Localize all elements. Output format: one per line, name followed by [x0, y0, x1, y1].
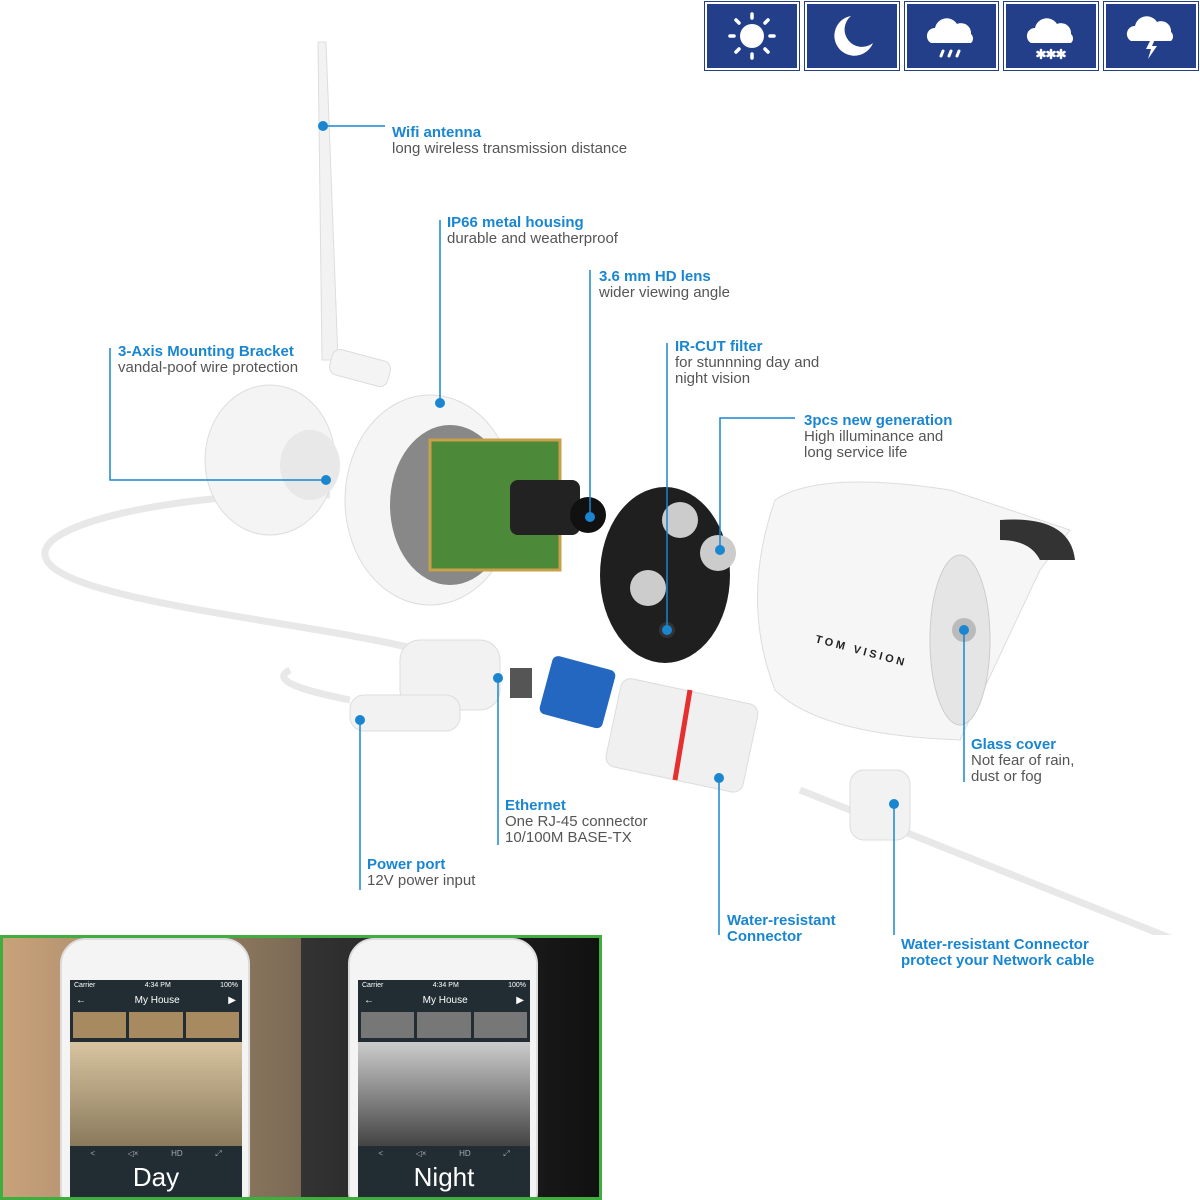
camera-feed [358, 1042, 530, 1146]
caption-day: Day [132, 1162, 180, 1192]
weather-icons-strip [703, 0, 1200, 72]
play-icon[interactable]: ▶ [516, 995, 524, 1006]
leader-dots [318, 121, 969, 809]
battery: 100% [220, 982, 238, 989]
phone-day: Carrier 4:34 PM 100% ← My House ▶ < ◁× HD ⤢ Day [60, 938, 250, 1197]
rain-cloud-icon [903, 1, 1000, 71]
mute-icon[interactable]: ◁× [415, 1149, 427, 1158]
play-icon[interactable]: ▶ [228, 995, 236, 1006]
carrier: Carrier [74, 982, 96, 989]
caption-night: Night [413, 1162, 475, 1192]
mute-icon[interactable]: ◁× [127, 1149, 139, 1158]
app-title: My House [422, 995, 468, 1006]
share-icon[interactable]: < [90, 1149, 95, 1158]
back-arrow-icon[interactable]: ← [76, 995, 86, 1006]
camera-thumbnail[interactable] [417, 1012, 471, 1038]
snow-cloud-icon [1003, 1, 1100, 71]
time: 4:34 PM [432, 982, 459, 989]
share-icon[interactable]: < [378, 1149, 383, 1158]
quality-label[interactable]: HD [171, 1149, 183, 1158]
camera-thumbnail[interactable] [129, 1012, 183, 1038]
fullscreen-icon[interactable]: ⤢ [503, 1149, 510, 1158]
bracket [204, 384, 340, 536]
sun-icon [704, 1, 800, 71]
antenna [317, 41, 392, 388]
phone-app-preview: Carrier 4:34 PM 100% ← My House ▶ < ◁× HD ⤢ Day… [0, 935, 602, 1200]
connectors [349, 639, 911, 841]
time: 4:34 PM [144, 982, 171, 989]
camera-body [757, 481, 1075, 741]
app-title: My House [134, 995, 180, 1006]
camera-thumbnail[interactable] [361, 1012, 415, 1038]
camera-feed [70, 1042, 242, 1146]
back-arrow-icon[interactable]: ← [364, 995, 374, 1006]
thunderstorm-cloud-icon [1103, 1, 1199, 71]
quality-label[interactable]: HD [459, 1149, 471, 1158]
camera-exploded-illustration: TOM VISION [41, 41, 1172, 935]
camera-thumbnail[interactable] [185, 1012, 239, 1038]
moon-icon [803, 1, 900, 71]
camera-thumbnail[interactable] [73, 1012, 127, 1038]
leader-lines [109, 125, 965, 935]
fullscreen-icon[interactable]: ⤢ [215, 1149, 222, 1158]
circuit-board [428, 438, 606, 572]
battery: 100% [508, 982, 526, 989]
carrier: Carrier [362, 982, 384, 989]
phone-night: Carrier 4:34 PM 100% ← My House ▶ < ◁× HD ⤢ Nig… [348, 938, 538, 1197]
ir-board [600, 487, 736, 663]
camera-thumbnail[interactable] [473, 1012, 527, 1038]
